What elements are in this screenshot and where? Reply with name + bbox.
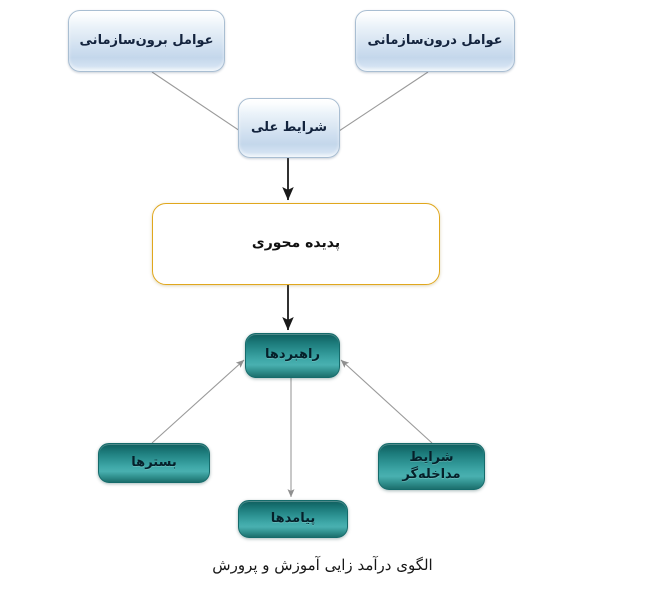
connector-external-factors-to-causal-conditions xyxy=(151,71,244,134)
node-central-phenomenon-label: پدیده محوری xyxy=(251,235,341,252)
node-external-organizational-factors-label: عوامل برون‌سازمانی xyxy=(79,32,214,48)
node-strategies-label: راهبردها xyxy=(265,347,320,363)
node-internal-organizational-factors[interactable]: عوامل درون‌سازمانی xyxy=(355,10,515,72)
diagram-caption: الگوی درآمد زایی آموزش و پرورش xyxy=(212,556,433,574)
node-strategies[interactable]: راهبردها xyxy=(245,333,340,378)
connector-internal-factors-to-causal-conditions xyxy=(335,71,429,134)
node-central-phenomenon[interactable]: پدیده محوری xyxy=(152,203,440,285)
node-causal-conditions[interactable]: شرایط علی xyxy=(238,98,340,158)
node-consequences[interactable]: پیامدها xyxy=(238,500,348,538)
node-consequences-label: پیامدها xyxy=(270,510,316,526)
node-internal-organizational-factors-label: عوامل درون‌سازمانی xyxy=(367,32,503,48)
node-external-organizational-factors[interactable]: عوامل برون‌سازمانی xyxy=(68,10,225,72)
connector-contexts-to-strategies xyxy=(151,359,245,444)
node-contexts-label: بسترها xyxy=(131,454,177,470)
node-intervening-conditions-label: شرایط مداخله‌گر xyxy=(402,450,461,482)
node-causal-conditions-label: شرایط علی xyxy=(251,119,327,135)
node-intervening-conditions[interactable]: شرایط مداخله‌گر xyxy=(378,443,485,490)
node-contexts[interactable]: بسترها xyxy=(98,443,210,483)
connector-intervening-conditions-to-strategies xyxy=(340,359,433,444)
